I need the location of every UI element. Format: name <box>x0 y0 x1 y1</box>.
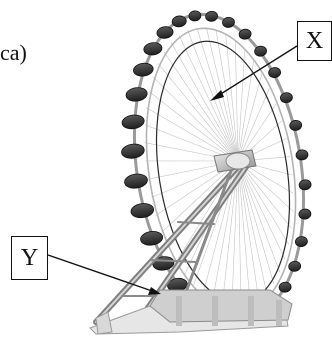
spoke <box>238 88 270 161</box>
spoke <box>238 74 262 161</box>
capsule <box>205 11 218 23</box>
spoke <box>238 161 259 301</box>
capsule <box>121 114 145 131</box>
truncated-text-fragment: ca) <box>0 40 27 66</box>
capsule <box>295 149 308 161</box>
capsule <box>125 86 148 102</box>
label-x: X <box>306 28 323 54</box>
wheel-hub <box>214 150 256 172</box>
spoke <box>238 61 254 161</box>
spoke <box>238 161 267 293</box>
spoke <box>238 161 289 244</box>
capsule <box>124 173 149 190</box>
capsule <box>130 202 155 219</box>
spoke <box>235 41 238 161</box>
spoke <box>179 35 238 161</box>
capsule <box>298 179 311 191</box>
label-y-box: Y <box>11 236 48 280</box>
capsule <box>298 208 311 220</box>
spoke <box>238 161 280 272</box>
capsule <box>288 261 301 273</box>
capsule <box>188 10 201 22</box>
spoke <box>164 52 238 161</box>
capsule <box>278 281 291 293</box>
spoke <box>238 50 245 161</box>
spoke <box>158 64 238 161</box>
capsule <box>295 236 308 248</box>
capsule <box>133 62 154 77</box>
capsule <box>140 230 164 247</box>
capsule <box>121 143 146 160</box>
label-x-box: X <box>297 21 332 61</box>
label-y: Y <box>21 245 38 271</box>
capsule <box>143 41 163 56</box>
callout-arrow-y <box>48 255 161 295</box>
